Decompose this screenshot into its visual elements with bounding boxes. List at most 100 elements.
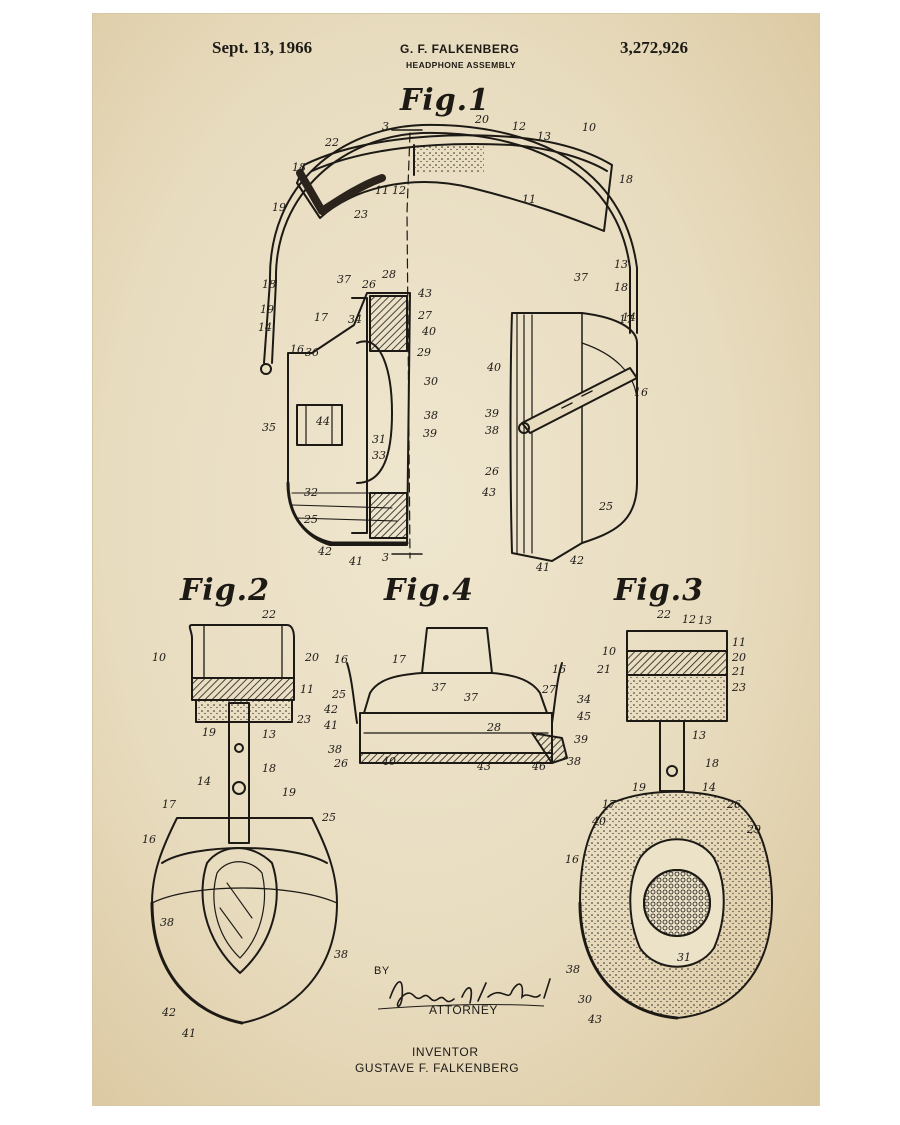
svg-text:14: 14 <box>702 781 716 794</box>
svg-text:35: 35 <box>262 421 276 434</box>
svg-text:41: 41 <box>181 1027 196 1040</box>
svg-text:42: 42 <box>317 545 332 558</box>
svg-text:29: 29 <box>416 346 431 359</box>
svg-text:26: 26 <box>726 798 741 811</box>
svg-text:43: 43 <box>476 760 491 773</box>
svg-text:16: 16 <box>142 833 156 846</box>
svg-text:18: 18 <box>262 278 276 291</box>
svg-text:19: 19 <box>272 201 286 214</box>
svg-text:19: 19 <box>202 726 216 739</box>
svg-text:22: 22 <box>656 608 671 621</box>
svg-text:38: 38 <box>328 743 342 756</box>
svg-text:34: 34 <box>348 313 362 326</box>
svg-text:17: 17 <box>314 311 328 324</box>
fig1-label: Fig.1 <box>400 83 490 118</box>
svg-text:26: 26 <box>361 278 376 291</box>
svg-text:46: 46 <box>531 760 546 773</box>
svg-text:11: 11 <box>300 683 314 696</box>
svg-text:26: 26 <box>333 757 348 770</box>
svg-text:28: 28 <box>486 721 501 734</box>
svg-text:43: 43 <box>417 287 432 300</box>
svg-text:16: 16 <box>290 343 304 356</box>
svg-text:17: 17 <box>602 798 616 811</box>
svg-text:27: 27 <box>541 683 556 696</box>
inventor-header: G. F. FALKENBERG <box>400 42 520 56</box>
svg-text:25: 25 <box>331 688 346 701</box>
svg-text:16: 16 <box>334 653 348 666</box>
svg-text:11: 11 <box>375 184 389 197</box>
svg-text:13: 13 <box>698 614 712 627</box>
svg-text:43: 43 <box>481 486 496 499</box>
svg-text:30: 30 <box>424 375 438 388</box>
svg-text:37: 37 <box>574 271 588 284</box>
svg-text:39: 39 <box>574 733 588 746</box>
patent-date: Sept. 13, 1966 <box>212 38 313 57</box>
svg-text:40: 40 <box>421 325 436 338</box>
svg-text:23: 23 <box>353 208 368 221</box>
fig2-drawing <box>150 624 338 1025</box>
svg-text:14: 14 <box>622 311 636 324</box>
svg-text:18: 18 <box>619 173 633 186</box>
svg-text:13: 13 <box>614 258 628 271</box>
svg-text:37: 37 <box>464 691 478 704</box>
svg-text:14: 14 <box>197 775 211 788</box>
svg-text:13: 13 <box>692 729 706 742</box>
svg-text:41: 41 <box>348 555 363 568</box>
svg-text:18: 18 <box>705 757 719 770</box>
svg-text:21: 21 <box>731 665 746 678</box>
svg-text:22: 22 <box>261 608 276 621</box>
svg-text:3: 3 <box>382 120 389 133</box>
svg-text:45: 45 <box>576 710 591 723</box>
inventor-label: INVENTOR <box>412 1045 479 1059</box>
svg-text:10: 10 <box>152 651 166 664</box>
svg-text:17: 17 <box>619 313 633 326</box>
patent-drawing: 3 20 12 13 10 22 18 18 19 23 11 12 11 13 18 14 18 19… <box>142 113 773 1040</box>
svg-text:34: 34 <box>577 693 591 706</box>
svg-text:25: 25 <box>598 500 613 513</box>
svg-text:18: 18 <box>614 281 628 294</box>
svg-text:18: 18 <box>262 762 276 775</box>
svg-text:39: 39 <box>423 427 437 440</box>
svg-text:43: 43 <box>587 1013 602 1026</box>
svg-text:25: 25 <box>321 811 336 824</box>
svg-text:38: 38 <box>334 948 348 961</box>
svg-text:19: 19 <box>632 781 646 794</box>
signature <box>389 978 551 1008</box>
svg-text:12: 12 <box>682 613 696 626</box>
svg-text:31: 31 <box>372 433 386 446</box>
fig4-label: Fig.4 <box>384 573 474 608</box>
svg-text:11: 11 <box>522 193 536 206</box>
svg-text:14: 14 <box>258 321 272 334</box>
svg-text:42: 42 <box>323 703 338 716</box>
attorney-label: ATTORNEY <box>429 1003 499 1017</box>
fig2-label: Fig.2 <box>180 573 270 608</box>
svg-text:16: 16 <box>565 853 579 866</box>
svg-text:38: 38 <box>424 409 438 422</box>
fig4-drawing <box>346 627 568 764</box>
svg-text:28: 28 <box>381 268 396 281</box>
svg-text:20: 20 <box>731 651 746 664</box>
svg-text:41: 41 <box>323 719 338 732</box>
svg-text:19: 19 <box>260 303 274 316</box>
svg-text:44: 44 <box>315 415 330 428</box>
svg-text:20: 20 <box>304 651 319 664</box>
svg-text:10: 10 <box>602 645 616 658</box>
svg-text:37: 37 <box>432 681 446 694</box>
svg-text:40: 40 <box>591 815 606 828</box>
svg-text:11: 11 <box>732 636 746 649</box>
svg-text:3: 3 <box>382 551 389 564</box>
svg-text:20: 20 <box>474 113 489 126</box>
svg-text:16: 16 <box>552 663 566 676</box>
svg-text:12: 12 <box>512 120 526 133</box>
fig3-label: Fig.3 <box>614 573 704 608</box>
fig1-drawing <box>260 123 638 562</box>
svg-text:36: 36 <box>305 346 319 359</box>
svg-text:29: 29 <box>746 823 761 836</box>
svg-text:39: 39 <box>485 407 499 420</box>
fig3-drawing <box>578 630 773 1020</box>
svg-text:31: 31 <box>677 951 691 964</box>
svg-text:38: 38 <box>566 963 580 976</box>
svg-text:27: 27 <box>417 309 432 322</box>
svg-text:23: 23 <box>296 713 311 726</box>
patent-number: 3,272,926 <box>620 38 688 57</box>
